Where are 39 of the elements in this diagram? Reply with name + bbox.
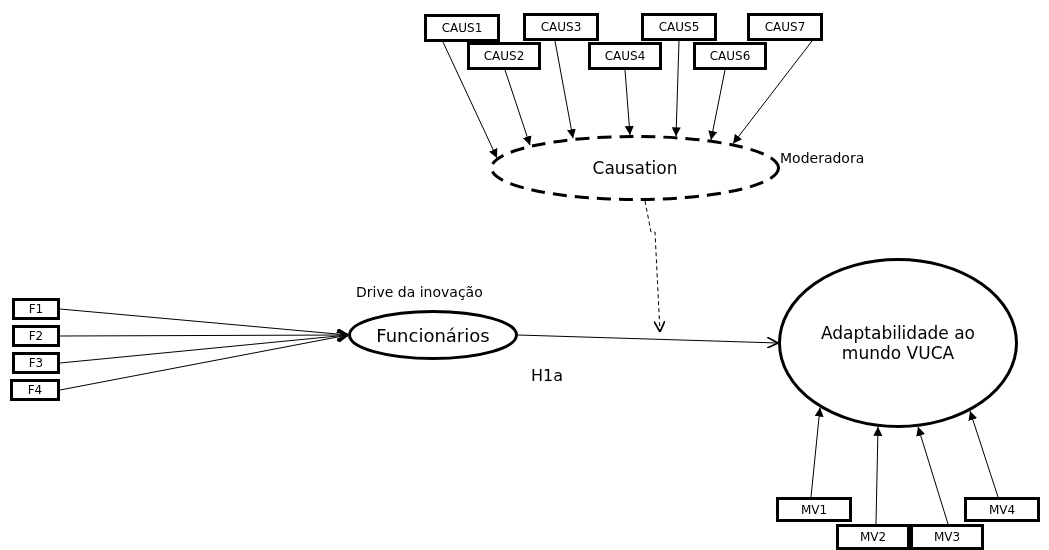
moderation-arrow [644, 200, 666, 333]
arrow [810, 407, 824, 498]
indicator-box: F4 [10, 379, 60, 401]
indicator-box: F2 [12, 325, 60, 347]
arrow [504, 69, 532, 146]
indicator-box: MV4 [964, 497, 1040, 522]
indicator-box: CAUS6 [693, 42, 767, 70]
arrow [554, 40, 576, 139]
indicator-box: CAUS2 [467, 42, 541, 70]
moderator-caption: Moderadora [780, 150, 865, 166]
arrow [517, 334, 779, 349]
arrow [59, 330, 349, 391]
arrow [59, 328, 349, 342]
indicator-box: CAUS5 [641, 13, 717, 41]
indicator-box: CAUS7 [747, 13, 823, 41]
arrow [732, 40, 813, 145]
moderator-ellipse [490, 135, 780, 201]
indicator-box: CAUS4 [588, 42, 662, 70]
arrow [624, 69, 634, 136]
indicator-box: F3 [12, 352, 60, 374]
construct-ellipse [348, 310, 518, 360]
node-label: Adaptabilidade ao mundo VUCA [819, 323, 977, 363]
indicator-box: CAUS3 [523, 13, 599, 41]
arrow [442, 41, 498, 159]
arrow [671, 40, 681, 137]
indicator-box: MV3 [910, 524, 984, 550]
arrow [916, 426, 949, 525]
construct-caption: Drive da inovação [356, 284, 483, 300]
indicator-box: F1 [12, 298, 60, 320]
arrow [708, 69, 726, 141]
arrow [59, 308, 349, 341]
indicator-box: CAUS1 [424, 14, 500, 42]
arrow [873, 426, 883, 525]
indicator-box: MV1 [776, 497, 852, 522]
node-label: Causation [592, 158, 678, 178]
construct-ellipse [778, 258, 1018, 428]
indicator-box: MV2 [836, 524, 910, 550]
arrow [968, 410, 999, 498]
node-label: Funcionários [376, 324, 490, 346]
